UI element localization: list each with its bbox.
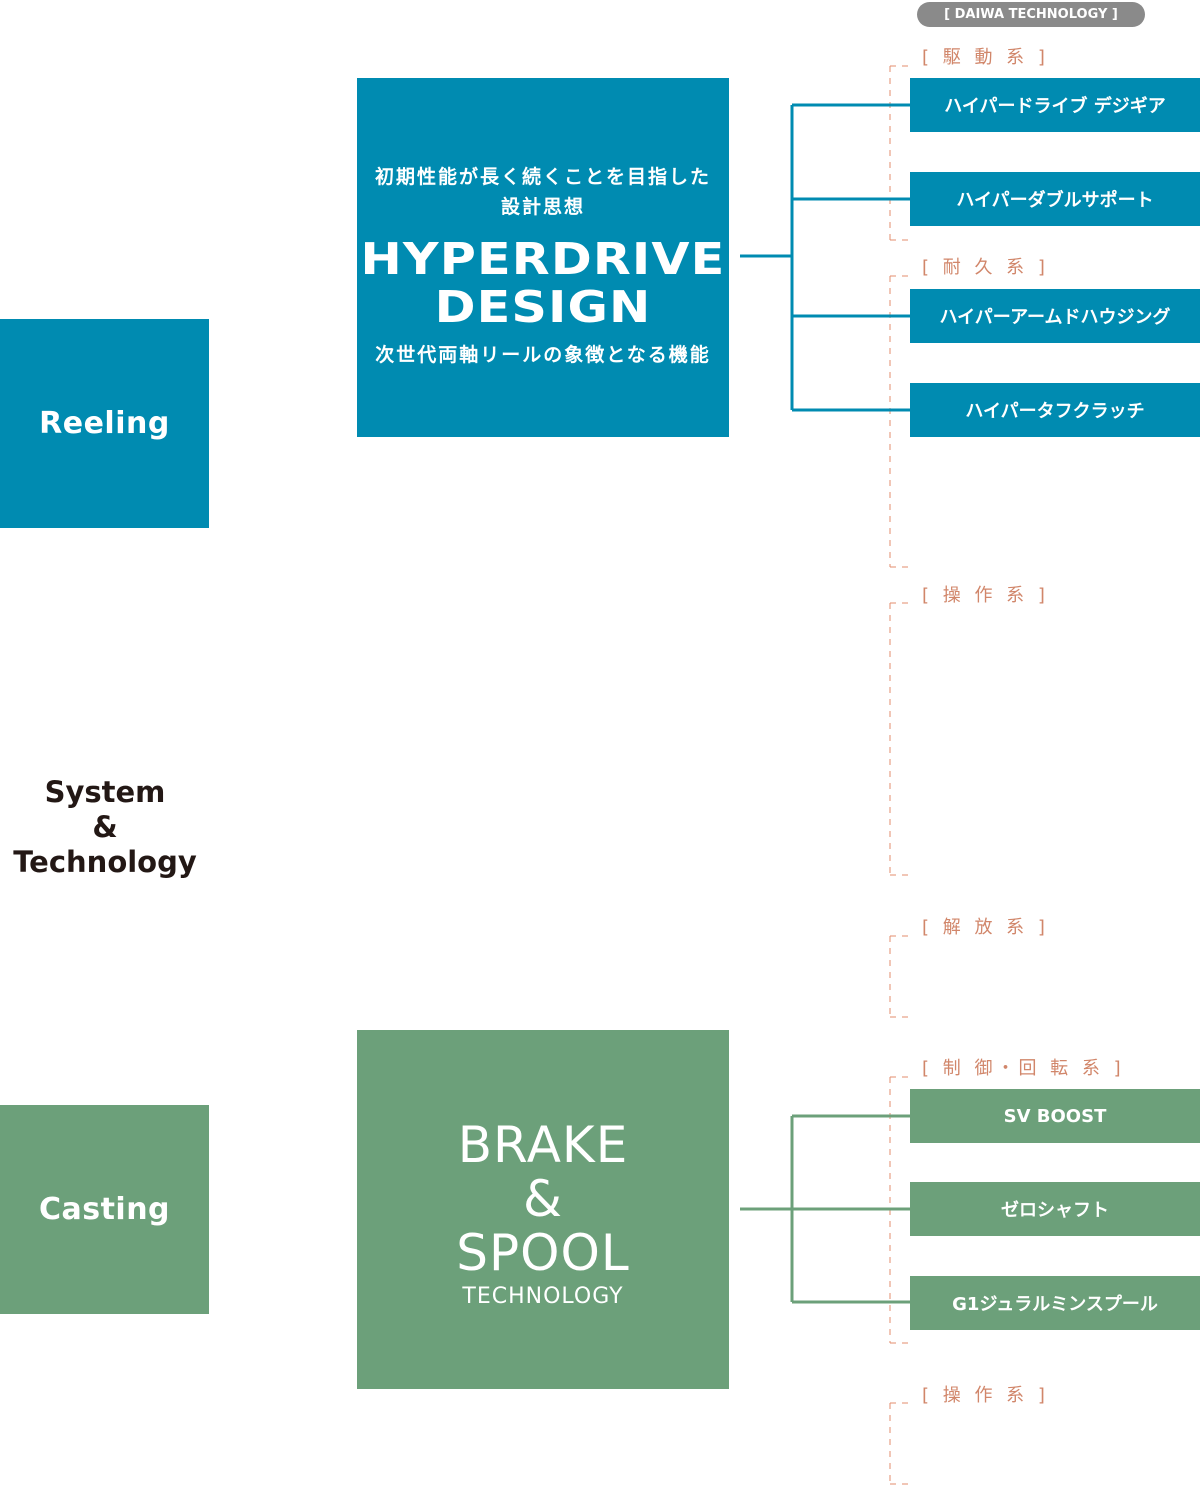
casting-category: Casting: [0, 1105, 209, 1314]
ampersand-text: &: [92, 810, 118, 844]
feature-label: G1ジュラルミンスプール: [952, 1294, 1158, 1315]
feature-hyper-tough-clutch[interactable]: ハイパータフクラッチ: [910, 383, 1200, 437]
hyperdrive-title-line1: HYPERDRIVE: [360, 234, 726, 285]
feature-label: ゼロシャフト: [1001, 1200, 1109, 1221]
spool-text: SPOOL: [456, 1224, 630, 1282]
hyperdrive-tagline: 次世代両軸リールの象徴となる機能: [375, 344, 711, 366]
group-label-durability: [ 耐 久 系 ]: [922, 257, 1049, 278]
daiwa-technology-text: [ DAIWA TECHNOLOGY ]: [944, 7, 1118, 22]
reeling-category: Reeling: [0, 319, 209, 528]
hyperdrive-connector: [740, 103, 910, 412]
brake-text: BRAKE: [457, 1116, 629, 1174]
daiwa-technology-tag: [ DAIWA TECHNOLOGY ]: [917, 2, 1145, 27]
feature-zero-shaft[interactable]: ゼロシャフト: [910, 1182, 1200, 1236]
feature-label: ハイパーアームドハウジング: [939, 307, 1171, 328]
casting-label: Casting: [38, 1192, 171, 1227]
hyperdrive-concept-line1: 初期性能が長く続くことを目指した: [374, 166, 711, 188]
feature-label: SV BOOST: [1003, 1105, 1107, 1127]
brake-spool-box: BRAKE & SPOOL TECHNOLOGY: [357, 1030, 729, 1389]
feature-sv-boost[interactable]: SV BOOST: [910, 1089, 1200, 1143]
hyperdrive-concept-line2: 設計思想: [500, 196, 585, 218]
brake-ampersand-text: &: [523, 1170, 563, 1228]
feature-label: ハイパーダブルサポート: [956, 190, 1154, 211]
reeling-label: Reeling: [39, 406, 170, 441]
bracket-release: [889, 935, 912, 1018]
feature-hyper-drive-digigear[interactable]: ハイパードライブ デジギア: [910, 78, 1200, 132]
group-label-operation-2: [ 操 作 系 ]: [922, 1385, 1049, 1406]
hyperdrive-design-box: 初期性能が長く続くことを目指した 設計思想 HYPERDRIVE DESIGN …: [357, 78, 729, 437]
technology-subtext: TECHNOLOGY: [462, 1284, 624, 1309]
bracket-operation2: [889, 1402, 912, 1485]
feature-hyper-armed-housing[interactable]: ハイパーアームドハウジング: [910, 289, 1200, 343]
bracket-drive: [889, 65, 912, 241]
group-label-release: [ 解 放 系 ]: [922, 917, 1049, 938]
hyperdrive-title-line2: DESIGN: [434, 282, 652, 333]
group-label-operation: [ 操 作 系 ]: [922, 585, 1049, 606]
brake-connector: [740, 1114, 910, 1304]
group-label-control: [ 制 御・回 転 系 ]: [922, 1058, 1125, 1079]
feature-hyper-double-support[interactable]: ハイパーダブルサポート: [910, 172, 1200, 226]
bracket-durability: [889, 275, 912, 568]
feature-g1-duralumin-spool[interactable]: G1ジュラルミンスプール: [910, 1276, 1200, 1330]
bracket-operation1: [889, 602, 912, 876]
system-technology-label: System & Technology: [0, 775, 210, 880]
system-text: System: [44, 775, 166, 809]
group-label-drive: [ 駆 動 系 ]: [922, 47, 1049, 68]
feature-label: ハイパータフクラッチ: [965, 401, 1145, 422]
technology-text: Technology: [13, 845, 197, 879]
feature-label: ハイパードライブ デジギア: [944, 96, 1166, 117]
